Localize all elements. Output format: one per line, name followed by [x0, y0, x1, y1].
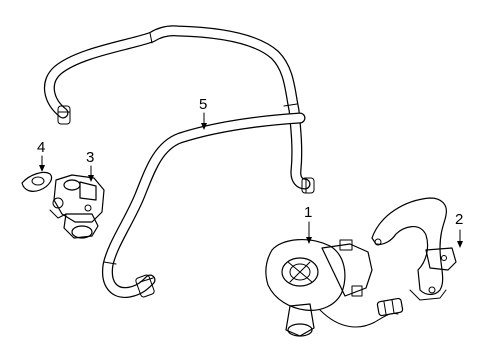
valve-assembly — [49, 174, 105, 239]
callout-4: 4 — [37, 139, 46, 156]
leader-lines — [39, 112, 463, 248]
callout-1: 1 — [304, 204, 313, 221]
upper-hose — [43, 25, 315, 194]
callout-3: 3 — [86, 149, 95, 166]
callout-5: 5 — [199, 96, 208, 113]
gasket — [21, 171, 53, 192]
bracket — [371, 197, 457, 301]
callout-2: 2 — [455, 211, 464, 228]
lower-hose — [101, 112, 306, 298]
air-pump — [265, 239, 404, 337]
